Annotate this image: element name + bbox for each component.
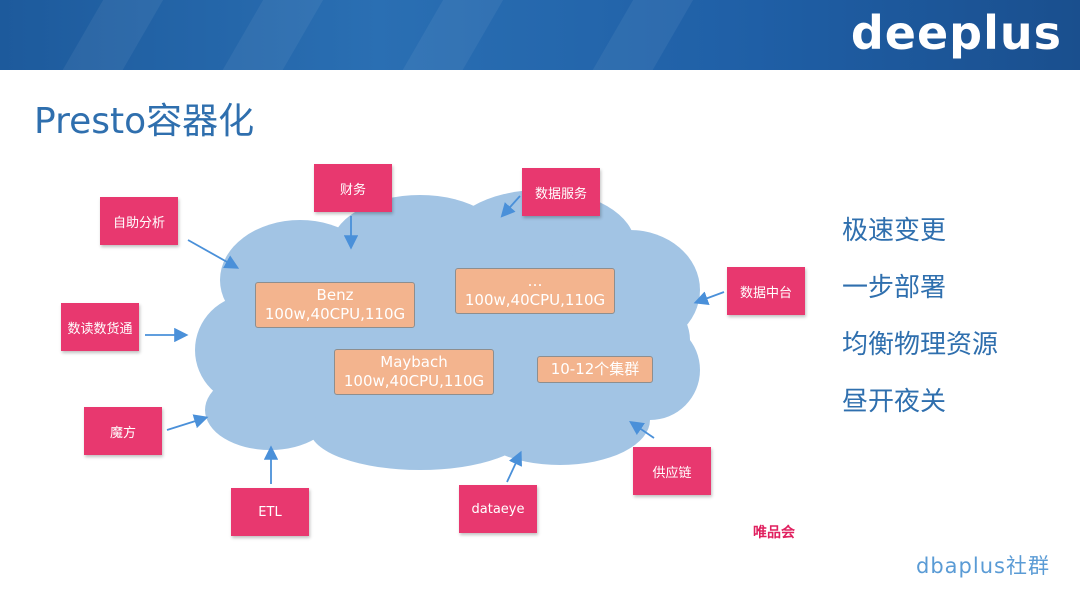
cluster-maybach: Maybach 100w,40CPU,110G	[334, 349, 494, 395]
cluster-spec: 100w,40CPU,110G	[264, 305, 406, 323]
node-dataeye: dataeye	[459, 485, 537, 533]
feature-item: 昼开夜关	[842, 387, 947, 417]
arrow-gongyinglian	[629, 420, 655, 439]
feature-item: 极速变更	[842, 216, 947, 246]
vip-logo-text: 唯品会	[753, 525, 795, 541]
arrow-shuju-fuwu	[500, 195, 521, 218]
community-watermark: dbaplus社群	[916, 554, 1050, 578]
cluster-spec: 100w,40CPU,110G	[343, 372, 485, 390]
node-etl: ETL	[231, 488, 309, 536]
feature-item: 一步部署	[842, 273, 947, 303]
node-shuju-zhongtai: 数据中台	[727, 267, 805, 315]
cloud-shape	[195, 190, 700, 470]
feature-list: 极速变更 一步部署 均衡物理资源 昼开夜关	[842, 212, 998, 440]
node-shudu-shuhuotong: 数读数货通	[61, 303, 139, 351]
node-caiwu: 财务	[314, 164, 392, 212]
node-zizhu-fenxi: 自助分析	[100, 197, 178, 245]
arrow-zizhu-fenxi	[187, 239, 240, 269]
cluster-name: …	[527, 272, 543, 290]
arrow-shuju-zhongtai	[693, 291, 725, 306]
header-banner: deeplus	[0, 0, 1080, 70]
arrow-mofang	[166, 414, 209, 431]
feature-item: 均衡物理资源	[842, 330, 999, 360]
arrow-dataeye	[506, 450, 522, 483]
cluster-name: Benz	[316, 286, 354, 304]
cluster-name: Maybach	[380, 353, 448, 371]
node-mofang: 魔方	[84, 407, 162, 455]
node-shuju-fuwu: 数据服务	[522, 168, 600, 216]
cluster-other: … 100w,40CPU,110G	[455, 268, 615, 314]
brand-logo: deeplus	[850, 6, 1062, 60]
cluster-benz: Benz 100w,40CPU,110G	[255, 282, 415, 328]
cluster-count-label: 10-12个集群	[537, 356, 653, 383]
cluster-spec: 100w,40CPU,110G	[464, 291, 606, 309]
page-title: Presto容器化	[34, 101, 255, 142]
node-gongyinglian: 供应链	[633, 447, 711, 495]
